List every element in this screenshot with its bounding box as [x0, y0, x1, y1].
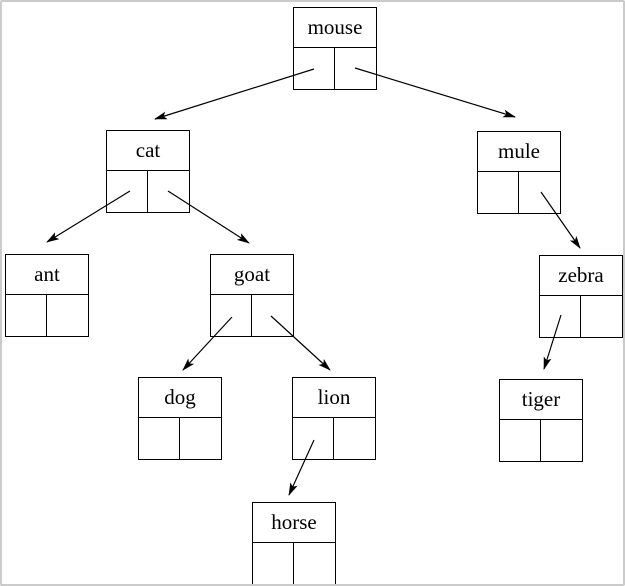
node-label: tiger [500, 380, 582, 420]
node-label: mule [478, 132, 560, 172]
pointer-cells [6, 295, 88, 336]
pointer-cells [253, 543, 335, 584]
left-pointer-cell [107, 171, 148, 212]
node-label: lion [293, 378, 375, 418]
right-pointer-cell [519, 172, 560, 213]
node-label: cat [107, 131, 189, 171]
pointer-cells [293, 418, 375, 459]
right-pointer-cell [294, 543, 335, 584]
left-pointer-cell [139, 418, 180, 459]
edge-mouse-mule [354, 67, 516, 118]
left-pointer-cell [293, 418, 334, 459]
right-pointer-cell [541, 420, 582, 461]
left-pointer-cell [478, 172, 519, 213]
node-label: mouse [294, 8, 376, 48]
left-pointer-cell [500, 420, 541, 461]
tree-node-goat: goat [210, 254, 294, 337]
pointer-cells [211, 295, 293, 336]
right-pointer-cell [335, 48, 376, 89]
pointer-cells [139, 418, 221, 459]
node-label: goat [211, 255, 293, 295]
right-pointer-cell [148, 171, 189, 212]
left-pointer-cell [294, 48, 335, 89]
tree-node-lion: lion [292, 377, 376, 460]
left-pointer-cell [540, 296, 581, 337]
pointer-cells [540, 296, 622, 337]
right-pointer-cell [581, 296, 622, 337]
left-pointer-cell [211, 295, 252, 336]
right-pointer-cell [334, 418, 375, 459]
right-pointer-cell [252, 295, 293, 336]
right-pointer-cell [47, 295, 88, 336]
tree-node-zebra: zebra [539, 255, 623, 338]
pointer-cells [294, 48, 376, 89]
right-pointer-cell [180, 418, 221, 459]
node-label: dog [139, 378, 221, 418]
pointer-cells [107, 171, 189, 212]
edge-mouse-cat [154, 68, 315, 120]
tree-node-cat: cat [106, 130, 190, 213]
left-pointer-cell [6, 295, 47, 336]
pointer-cells [478, 172, 560, 213]
left-pointer-cell [253, 543, 294, 584]
node-label: ant [6, 255, 88, 295]
tree-node-mouse: mouse [293, 7, 377, 90]
node-label: zebra [540, 256, 622, 296]
tree-node-ant: ant [5, 254, 89, 337]
tree-node-mule: mule [477, 131, 561, 214]
tree-node-horse: horse [252, 502, 336, 584]
pointer-cells [500, 420, 582, 461]
tree-node-dog: dog [138, 377, 222, 460]
node-label: horse [253, 503, 335, 543]
tree-node-tiger: tiger [499, 379, 583, 462]
